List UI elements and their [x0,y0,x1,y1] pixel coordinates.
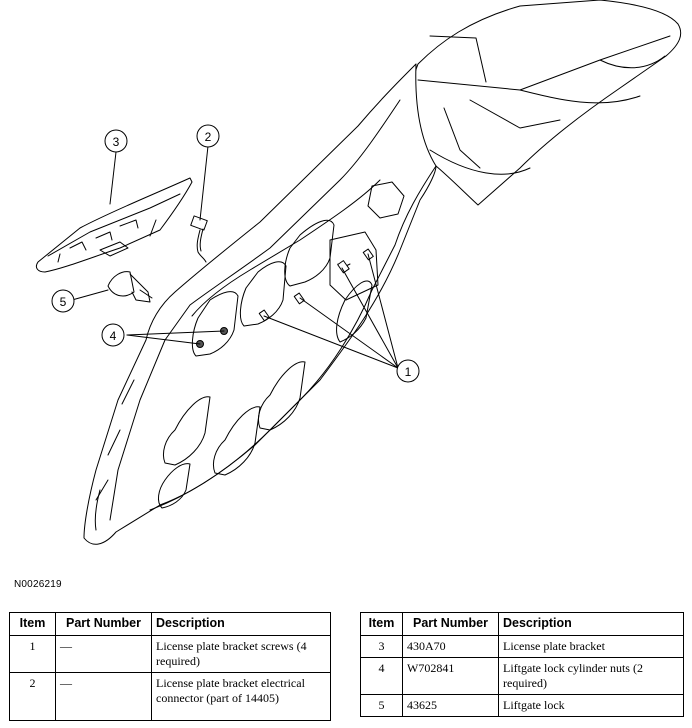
liftgate-spoiler [411,0,682,206]
callout-2: 2 [205,130,212,144]
parts-table-left: Item Part Number Description 1 — License… [9,612,331,721]
table-header-row: Item Part Number Description [9,612,331,636]
callout-4: 4 [110,329,117,343]
part-number-cell: — [55,672,152,721]
item-cell: 4 [360,657,403,695]
item-cell: 2 [9,672,56,721]
part-number-cell: W702841 [402,657,499,695]
table-row: 2 — License plate bracket electrical con… [9,672,331,721]
license-plate-bracket [35,177,193,273]
table-header-row: Item Part Number Description [360,612,684,636]
description-cell: License plate bracket screws (4 required… [151,635,331,673]
description-cell: Liftgate lock [498,694,684,717]
description-cell: License plate bracket electrical connect… [151,672,331,721]
header-description: Description [498,612,684,636]
header-item: Item [360,612,403,636]
table-row: 4 W702841 Liftgate lock cylinder nuts (2… [360,657,684,695]
table-row: 1 — License plate bracket screws (4 requ… [9,635,331,673]
description-cell: License plate bracket [498,635,684,658]
table-row: 3 430A70 License plate bracket [360,635,684,658]
part-number-cell: 43625 [402,694,499,717]
lock-cylinder-nuts [196,327,228,348]
header-part-number: Part Number [402,612,499,636]
callout-1: 1 [405,365,412,379]
part-number-cell: 430A70 [402,635,499,658]
item-cell: 3 [360,635,403,658]
liftgate-lock [107,271,153,303]
parts-table-right: Item Part Number Description 3 430A70 Li… [360,612,684,717]
table-row: 5 43625 Liftgate lock [360,694,684,717]
item-cell: 1 [9,635,56,673]
liftgate-diagram: 1 2 3 4 5 [35,0,682,545]
callout-circles [51,124,420,383]
callout-5: 5 [60,295,67,309]
leader-lines [71,145,399,369]
header-description: Description [151,612,331,636]
item-cell: 5 [360,694,403,717]
description-cell: Liftgate lock cylinder nuts (2 required) [498,657,684,695]
header-part-number: Part Number [55,612,152,636]
callout-3: 3 [113,135,120,149]
liftgate-panel [83,63,437,545]
figure-code: N0026219 [14,579,62,590]
bracket-electrical-connector [190,215,208,263]
part-number-cell: — [55,635,152,673]
header-item: Item [9,612,56,636]
